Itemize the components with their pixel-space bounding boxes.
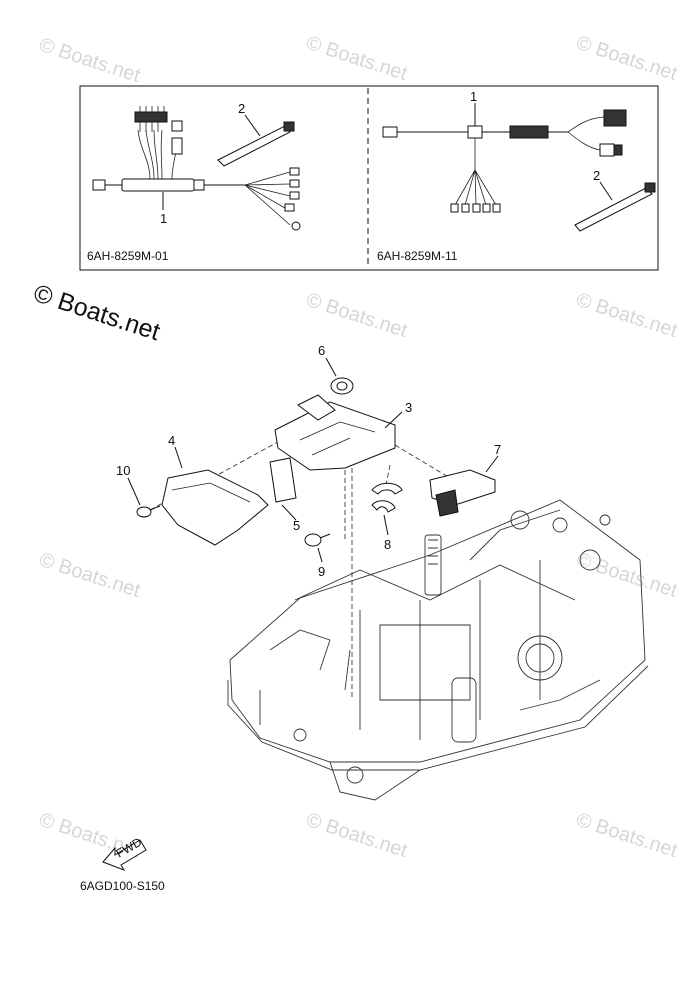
callout-label: 9	[318, 564, 325, 579]
diagram-code: 6AGD100-S150	[80, 879, 165, 893]
watermark: © Boats.net	[303, 289, 410, 342]
exploded-parts: 3 6 4 10 5	[116, 343, 501, 700]
clip-part-8: 8	[371, 482, 403, 552]
watermark: © Boats.net	[573, 289, 680, 342]
holder-part-7: 7	[429, 442, 501, 517]
kit-code: 6AH-8259M-11	[377, 249, 458, 263]
cover-part-4: 4	[161, 433, 269, 546]
grommet-part-6: 6	[318, 343, 354, 395]
watermark: © Boats.net	[573, 32, 680, 85]
watermark: © Boats.net	[303, 32, 410, 85]
engine-block	[227, 499, 649, 801]
watermark: © Boats.net	[36, 34, 143, 87]
callout-label: 8	[384, 537, 391, 552]
bracket-part-3: 3	[274, 394, 412, 471]
callout-label: 10	[116, 463, 130, 478]
plate-part-5: 5	[269, 457, 300, 533]
wire-harness-left: 1	[92, 106, 301, 231]
callout-label: 5	[293, 518, 300, 533]
wiring-kit-box: 1 2 6AH-8259M-01	[79, 85, 659, 271]
cable-tie-left: 2	[217, 101, 295, 167]
kit-code: 6AH-8259M-01	[87, 249, 169, 263]
watermark: © Boats.net	[303, 809, 410, 862]
callout-label: 7	[494, 442, 501, 457]
cable-tie-right: 2	[574, 168, 656, 232]
bolt-part-9: 9	[304, 533, 331, 579]
watermark: © Boats.net	[573, 549, 680, 602]
callout-label: 4	[168, 433, 175, 448]
callout-label: 3	[405, 400, 412, 415]
callout-label: 1	[160, 211, 167, 226]
callout-label: 2	[593, 168, 600, 183]
wire-harness-right: 1	[382, 89, 627, 213]
callout-label: 2	[238, 101, 245, 116]
watermark-main: © Boats.net	[30, 279, 163, 346]
callout-label: 1	[470, 89, 477, 104]
watermark: © Boats.net	[573, 809, 680, 862]
screw-part-10: 10	[116, 463, 161, 518]
watermark: © Boats.net	[36, 549, 143, 602]
callout-label: 6	[318, 343, 325, 358]
